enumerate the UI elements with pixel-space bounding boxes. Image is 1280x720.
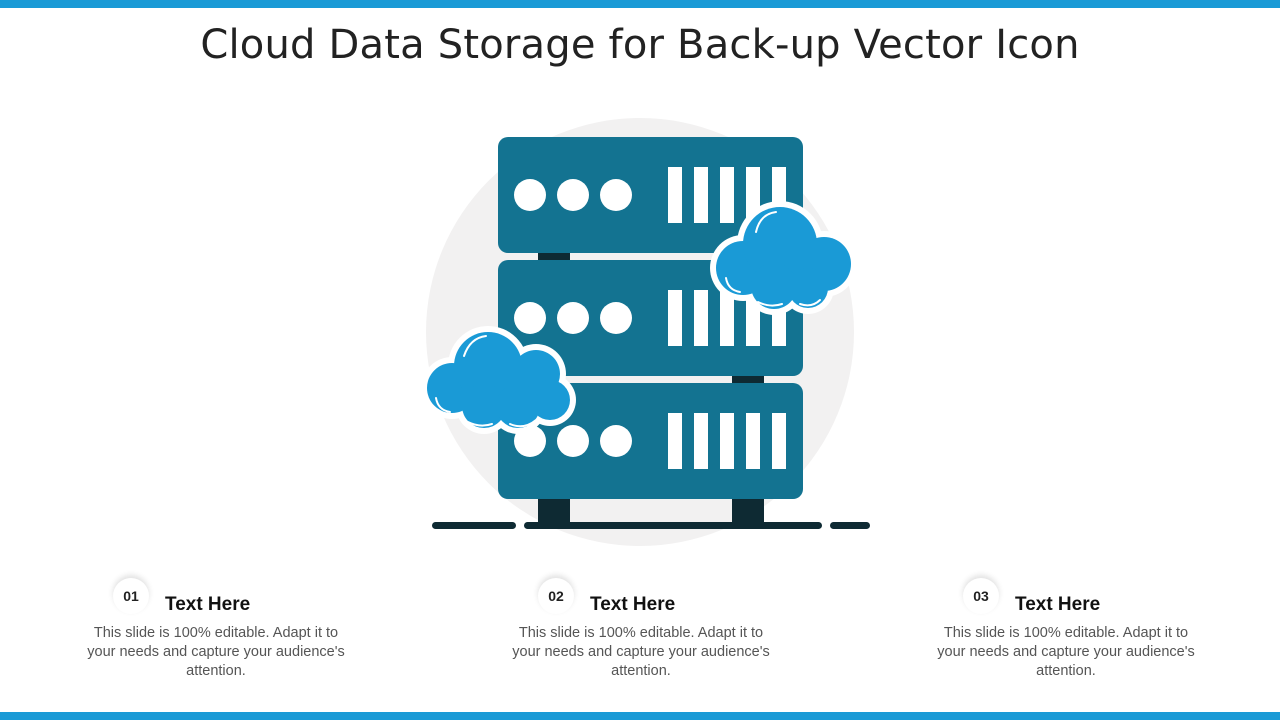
server-rack-icon (421, 118, 870, 546)
bottom-accent-bar (0, 712, 1280, 720)
ground-line (830, 522, 870, 529)
ground-line (432, 522, 516, 529)
top-accent-bar (0, 0, 1280, 8)
feature-title: Text Here (1015, 594, 1101, 615)
feature-description: This slide is 100% editable. Adapt it to… (937, 625, 1195, 679)
feature-description: This slide is 100% editable. Adapt it to… (512, 625, 770, 679)
server-unit-1 (498, 137, 803, 253)
feature-description: This slide is 100% editable. Adapt it to… (87, 625, 345, 679)
cloud-server-illustration (400, 110, 880, 560)
feature-title: Text Here (165, 594, 251, 615)
cloud-icon (421, 326, 576, 434)
cloud-icon (710, 201, 857, 315)
slide-title: Cloud Data Storage for Back-up Vector Ic… (200, 22, 1080, 68)
number-badge: 03 (963, 578, 999, 614)
number-badge: 01 (113, 578, 149, 614)
feature-title: Text Here (590, 594, 676, 615)
number-badge: 02 (538, 578, 574, 614)
